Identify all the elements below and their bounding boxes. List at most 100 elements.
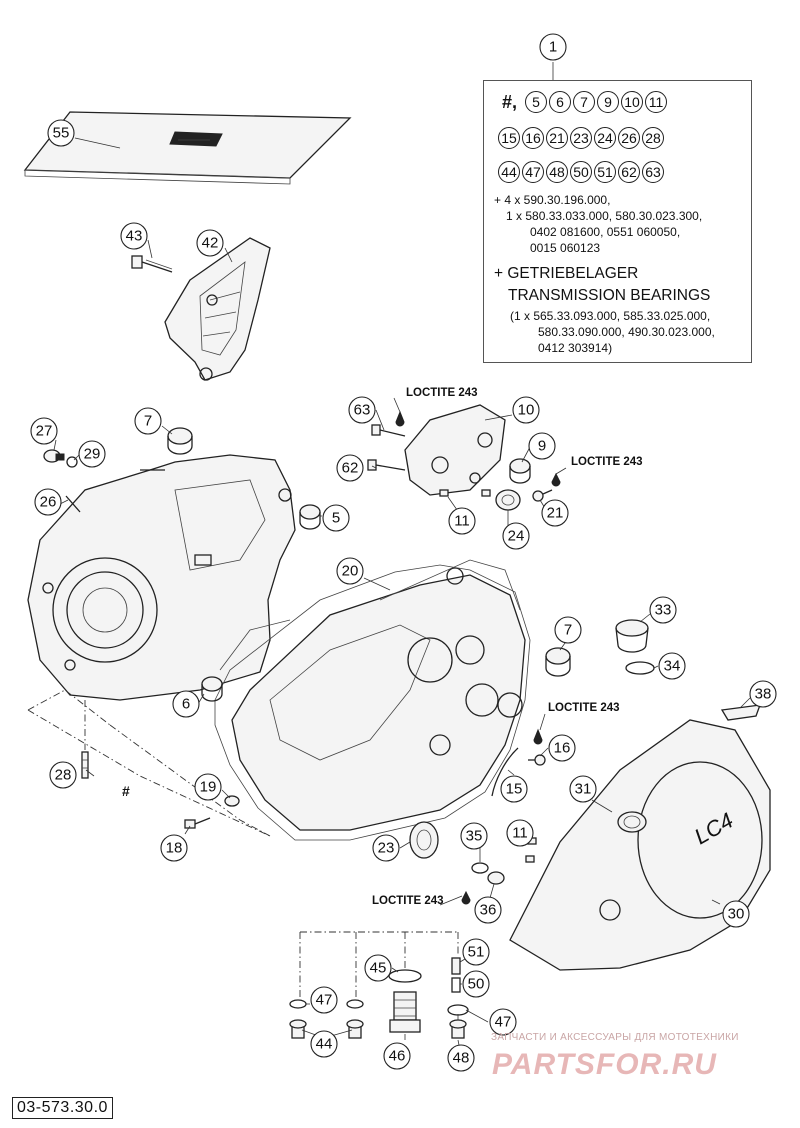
callout-46: 46 <box>383 1042 411 1070</box>
seal-ring-35 <box>471 862 489 874</box>
oil-screen-screw-28 <box>81 751 89 779</box>
svg-text:24: 24 <box>508 528 525 545</box>
loctite-drops <box>395 410 561 905</box>
svg-text:21: 21 <box>547 505 564 522</box>
callout-1: 1 <box>539 33 567 61</box>
callout-33: 33 <box>649 596 677 624</box>
callout-48: 48 <box>447 1044 475 1072</box>
svg-text:28: 28 <box>55 767 72 784</box>
loctite-label-1: LOCTITE 243 <box>406 387 478 399</box>
callout-55: 55 <box>47 119 75 147</box>
callout-63: 63 <box>348 396 376 424</box>
callout-47-left: 47 <box>310 986 338 1014</box>
kit-item: 7 <box>573 91 596 113</box>
svg-text:20: 20 <box>342 563 359 580</box>
kit-line-3: 0402 081600, 0551 060050, <box>530 225 681 239</box>
screw-16 <box>528 754 546 766</box>
kit-item: 5 <box>525 91 548 113</box>
plug-27 <box>43 449 65 463</box>
kit-item: 23 <box>570 127 592 149</box>
svg-text:36: 36 <box>480 902 497 919</box>
svg-text:11: 11 <box>512 825 528 842</box>
kit-heading-2: TRANSMISSION BEARINGS <box>508 287 711 304</box>
callout-31: 31 <box>569 775 597 803</box>
svg-text:47: 47 <box>495 1014 512 1031</box>
diagram-number: 03-573.30.0 <box>12 1097 113 1119</box>
kit-item: 11 <box>645 91 668 113</box>
callout-16: 16 <box>548 734 576 762</box>
kit-item: 9 <box>597 91 620 113</box>
plug-48 <box>449 1019 467 1039</box>
svg-text:29: 29 <box>84 446 101 463</box>
kit-item: 51 <box>594 161 616 183</box>
kit-line-4: 0015 060123 <box>530 241 601 255</box>
oil-filler-plug-33 <box>615 619 649 653</box>
svg-text:5: 5 <box>332 510 340 527</box>
callout-15: 15 <box>500 775 528 803</box>
callout-7-right: 7 <box>554 616 582 644</box>
svg-text:44: 44 <box>316 1036 333 1053</box>
svg-text:33: 33 <box>655 602 672 619</box>
kit-symbol: #, <box>502 91 518 112</box>
kit-heading-1: + GETRIEBELAGER <box>494 265 639 282</box>
callout-38: 38 <box>749 680 777 708</box>
bracket-screws <box>367 424 406 471</box>
clip-15 <box>491 747 519 797</box>
kit-item: 10 <box>621 91 644 113</box>
clutch-cover: LC4 <box>509 719 771 971</box>
kit-item: 6 <box>549 91 572 113</box>
svg-text:38: 38 <box>755 686 772 703</box>
shaft-seal-24 <box>495 489 521 511</box>
callout-24: 24 <box>502 522 530 550</box>
callout-11-top: 11 <box>448 507 476 535</box>
kit-item: 63 <box>642 161 664 183</box>
callout-11-bottom: 11 <box>506 819 534 847</box>
kit-line-2: 1 x 580.33.033.000, 580.30.023.300, <box>506 209 703 223</box>
centering-pins-11 <box>439 489 491 497</box>
callout-34: 34 <box>658 652 686 680</box>
callout-35: 35 <box>460 822 488 850</box>
kit-line-5: (1 x 565.33.093.000, 585.33.025.000, <box>510 309 711 323</box>
loctite-label-3: LOCTITE 243 <box>548 702 620 714</box>
svg-text:51: 51 <box>468 944 485 961</box>
kit-item: 62 <box>618 161 640 183</box>
left-crankcase-half <box>27 454 296 701</box>
callout-21: 21 <box>541 499 569 527</box>
kit-item: 21 <box>546 127 568 149</box>
bushing-5 <box>299 504 321 530</box>
needle-bearing-9 <box>509 458 531 484</box>
right-crankcase-half <box>219 559 526 831</box>
loctite-label-2: LOCTITE 243 <box>571 456 643 468</box>
svg-text:48: 48 <box>453 1050 470 1067</box>
loctite-label-4: LOCTITE 243 <box>372 895 444 907</box>
kit-item: 26 <box>618 127 640 149</box>
callout-10: 10 <box>512 396 540 424</box>
svg-text:42: 42 <box>202 235 219 252</box>
svg-text:1: 1 <box>549 39 557 56</box>
callout-50: 50 <box>462 970 490 998</box>
assembly-lines <box>27 689 459 1020</box>
spring-50 <box>451 977 461 993</box>
callout-9: 9 <box>528 432 556 460</box>
kit-row-2: 15 16 21 23 24 26 28 <box>498 127 664 149</box>
callout-29: 29 <box>78 440 106 468</box>
svg-text:35: 35 <box>466 828 483 845</box>
callout-7-top: 7 <box>134 407 162 435</box>
callout-45: 45 <box>364 954 392 982</box>
bolt-18 <box>184 817 211 829</box>
svg-text:34: 34 <box>664 658 681 675</box>
callout-43: 43 <box>120 222 148 250</box>
callout-6: 6 <box>172 690 200 718</box>
bushing-7-right <box>545 647 571 677</box>
callout-27: 27 <box>30 417 58 445</box>
kit-row-3: 44 47 48 50 51 62 63 <box>498 161 664 183</box>
sprocket-cover <box>164 237 271 381</box>
bearing-retainer-bracket <box>404 404 506 496</box>
crankcase-gasket <box>214 564 531 841</box>
svg-text:9: 9 <box>538 438 546 455</box>
svg-text:19: 19 <box>200 779 217 796</box>
callout-47-right: 47 <box>489 1008 517 1036</box>
svg-text:63: 63 <box>354 402 371 419</box>
sprocket-cover-screw <box>131 255 173 273</box>
svg-text:55: 55 <box>53 125 70 142</box>
